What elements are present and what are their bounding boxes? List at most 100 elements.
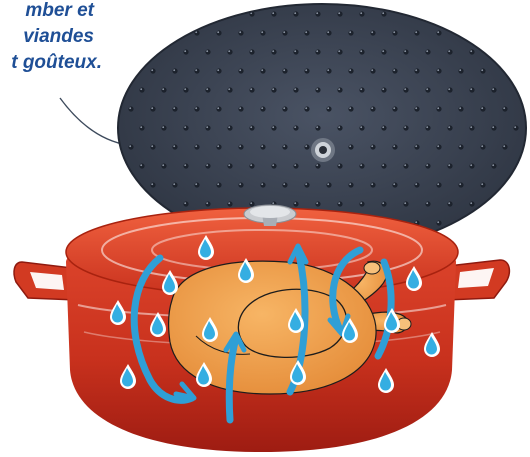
lid-spike	[260, 68, 265, 73]
lid-spike	[414, 30, 419, 35]
lid-spike	[249, 163, 254, 168]
lid-spike-highlight	[316, 164, 318, 166]
lid-spike	[491, 163, 496, 168]
lid-spike-highlight	[393, 183, 395, 185]
lid-spike-highlight	[360, 202, 362, 204]
lid-spike	[447, 201, 452, 206]
lid-spike	[304, 182, 309, 187]
lid-spike	[315, 87, 320, 92]
lid-spike-highlight	[283, 145, 285, 147]
lid-spike	[513, 125, 518, 130]
lid-spike-highlight	[338, 12, 340, 14]
lid-spike	[326, 68, 331, 73]
lid-spike-highlight	[206, 50, 208, 52]
lid-spike-highlight	[448, 202, 450, 204]
lid-spike	[216, 106, 221, 111]
lid-spike	[315, 11, 320, 16]
lid-spike-highlight	[316, 12, 318, 14]
lid-spike-highlight	[228, 50, 230, 52]
lid-spike-highlight	[426, 88, 428, 90]
lid-spike	[381, 49, 386, 54]
lid-spike	[194, 106, 199, 111]
lid-spike	[359, 163, 364, 168]
lid-spike-highlight	[415, 31, 417, 33]
lid-spike	[436, 182, 441, 187]
lid-spike-highlight	[371, 145, 373, 147]
lid-spike	[282, 182, 287, 187]
lid-spike	[304, 30, 309, 35]
lid-spike-highlight	[217, 183, 219, 185]
lid-spike-highlight	[470, 50, 472, 52]
lid-spike	[458, 144, 463, 149]
lid-spike-highlight	[404, 202, 406, 204]
lid-spike-highlight	[492, 164, 494, 166]
lid-spike	[359, 125, 364, 130]
lid-spike	[469, 201, 474, 206]
lid-spike-highlight	[437, 183, 439, 185]
lid-spike	[337, 11, 342, 16]
lid-spike	[293, 87, 298, 92]
lid-spike-highlight	[316, 126, 318, 128]
lid-spike-highlight	[250, 88, 252, 90]
lid-spike-highlight	[261, 145, 263, 147]
lid-spike-highlight	[239, 31, 241, 33]
lid-spike-highlight	[217, 69, 219, 71]
lid-spike	[370, 144, 375, 149]
lid-spike	[414, 106, 419, 111]
lid-spike-highlight	[140, 164, 142, 166]
lid-spike-highlight	[206, 126, 208, 128]
lid-spike	[238, 68, 243, 73]
lid-spike-highlight	[272, 50, 274, 52]
lid-spike-highlight	[327, 107, 329, 109]
lid-spike-highlight	[184, 164, 186, 166]
lid-spike-highlight	[228, 202, 230, 204]
lid-spike-highlight	[316, 88, 318, 90]
lid-spike	[150, 182, 155, 187]
lid-spike	[216, 144, 221, 149]
lid-spike	[260, 30, 265, 35]
lid-spike	[447, 49, 452, 54]
lid-spike	[271, 87, 276, 92]
lid-spike-highlight	[294, 50, 296, 52]
lid-spike	[436, 144, 441, 149]
lid-spike	[480, 182, 485, 187]
lid-spike-highlight	[184, 202, 186, 204]
lid-spike-highlight	[338, 88, 340, 90]
lid-spike-highlight	[261, 107, 263, 109]
lid-spike-highlight	[316, 202, 318, 204]
lid-spike-highlight	[228, 88, 230, 90]
lid-spike-highlight	[283, 31, 285, 33]
lid-spike-highlight	[448, 88, 450, 90]
lid-spike	[194, 68, 199, 73]
lid-spike	[326, 106, 331, 111]
lid-spike-highlight	[151, 183, 153, 185]
lid-spike-highlight	[382, 164, 384, 166]
lid-spike-highlight	[426, 202, 428, 204]
lid-spike	[469, 49, 474, 54]
lid-spike	[392, 30, 397, 35]
lid-spike	[447, 125, 452, 130]
lid-spike-highlight	[184, 126, 186, 128]
lid-spike-highlight	[349, 31, 351, 33]
lid-spike-highlight	[360, 126, 362, 128]
lid-spike	[172, 182, 177, 187]
lid-spike	[238, 144, 243, 149]
lid-spike-highlight	[305, 183, 307, 185]
lid-spike	[271, 11, 276, 16]
lid-spike-highlight	[250, 164, 252, 166]
lid-spike	[403, 201, 408, 206]
lid-spike	[216, 182, 221, 187]
lid-spike-highlight	[437, 31, 439, 33]
lid-spike-highlight	[239, 107, 241, 109]
lid-spike-highlight	[239, 145, 241, 147]
lid-spike	[194, 182, 199, 187]
lid-spike-highlight	[272, 88, 274, 90]
lid-spike-highlight	[228, 164, 230, 166]
lid-spike	[172, 144, 177, 149]
lid-spike	[480, 144, 485, 149]
lid-spike	[469, 125, 474, 130]
lid-spike	[227, 87, 232, 92]
lid-spike	[381, 201, 386, 206]
lid-spike	[249, 125, 254, 130]
lid-spike	[161, 163, 166, 168]
